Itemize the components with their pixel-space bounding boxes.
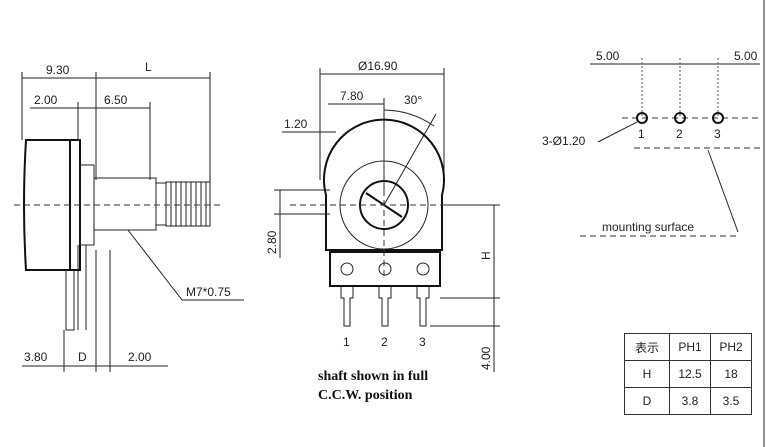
caption-line-1: shaft shown in full [318, 369, 428, 384]
caption-line-2: C.C.W. position [318, 388, 413, 403]
dim-780: 7.80 [340, 89, 364, 103]
front-view: Ø16.90 7.80 30° 1.20 1 2 3 2.80 [265, 59, 500, 403]
dim-angle: 30° [404, 93, 422, 107]
front-pin-label-1: 1 [343, 335, 350, 349]
pcb-pin-label-2: 2 [676, 127, 683, 141]
side-terminal [65, 270, 75, 331]
table-cell: D [624, 387, 670, 415]
side-shaft-collar [155, 182, 167, 226]
front-pin-label-3: 3 [419, 335, 426, 349]
pitch-left: 5.00 [596, 49, 620, 63]
dim-200-top: 2.00 [34, 93, 58, 107]
ph-table: 表示 PH1 PH2 H 12.5 18 D 3.8 3.5 [624, 333, 752, 415]
dim-400: 4.00 [479, 346, 493, 370]
dim-930: 9.30 [46, 63, 70, 77]
table-cell: 3.8 [669, 387, 711, 415]
dim-D: D [78, 350, 87, 364]
table-header-cell: 表示 [624, 333, 670, 361]
dim-380: 3.80 [24, 350, 48, 364]
pcb-hole-3 [712, 112, 724, 124]
table-cell: H [624, 360, 670, 388]
side-bracket-leg [77, 245, 87, 330]
front-terminal-plate [329, 251, 441, 287]
side-knurled-shaft [165, 181, 211, 227]
table-row: D 3.8 3.5 [624, 387, 752, 415]
table-header-cell: PH1 [669, 333, 711, 361]
table-cell: 12.5 [669, 360, 711, 388]
front-housing [323, 118, 445, 251]
dim-L: L [145, 60, 152, 74]
pcb-pin-label-3: 3 [714, 127, 721, 141]
dim-650: 6.50 [104, 93, 128, 107]
pcb-hole-2 [674, 112, 686, 124]
pcb-holes-spec: 3-Ø1.20 [542, 134, 586, 148]
front-rivet-3 [416, 262, 430, 276]
side-body [23, 139, 71, 271]
front-pin-1 [340, 286, 354, 327]
mounting-surface-label: mounting surface [602, 220, 694, 234]
front-pin-2 [378, 286, 392, 327]
dim-H: H [479, 251, 493, 260]
table-row: H 12.5 18 [624, 360, 752, 388]
front-pin-3 [416, 286, 430, 327]
table-cell: 18 [710, 360, 752, 388]
dim-200-bottom: 2.00 [128, 350, 152, 364]
side-thread [93, 177, 157, 231]
thread-spec: M7*0.75 [186, 285, 231, 299]
dim-120: 1.20 [284, 117, 308, 131]
pitch-right: 5.00 [734, 49, 758, 63]
dim-280: 2.80 [265, 230, 279, 254]
knurl-lines [170, 182, 207, 226]
table-header-cell: PH2 [710, 333, 752, 361]
front-pin-label-2: 2 [381, 335, 388, 349]
front-rivet-2 [378, 262, 392, 276]
dim-diameter: Ø16.90 [358, 59, 398, 73]
pcb-hole-1 [636, 112, 648, 124]
front-rivet-1 [340, 262, 354, 276]
pcb-pin-label-1: 1 [638, 127, 645, 141]
table-cell: 3.5 [710, 387, 752, 415]
side-view: 9.30 L 2.00 6.50 M7*0.75 3.80 D 2.00 [14, 60, 244, 372]
table-header-row: 表示 PH1 PH2 [624, 333, 752, 361]
pcb-view: 5.00 5.00 1 2 3 3-Ø1.20 mounting surface [542, 49, 760, 237]
